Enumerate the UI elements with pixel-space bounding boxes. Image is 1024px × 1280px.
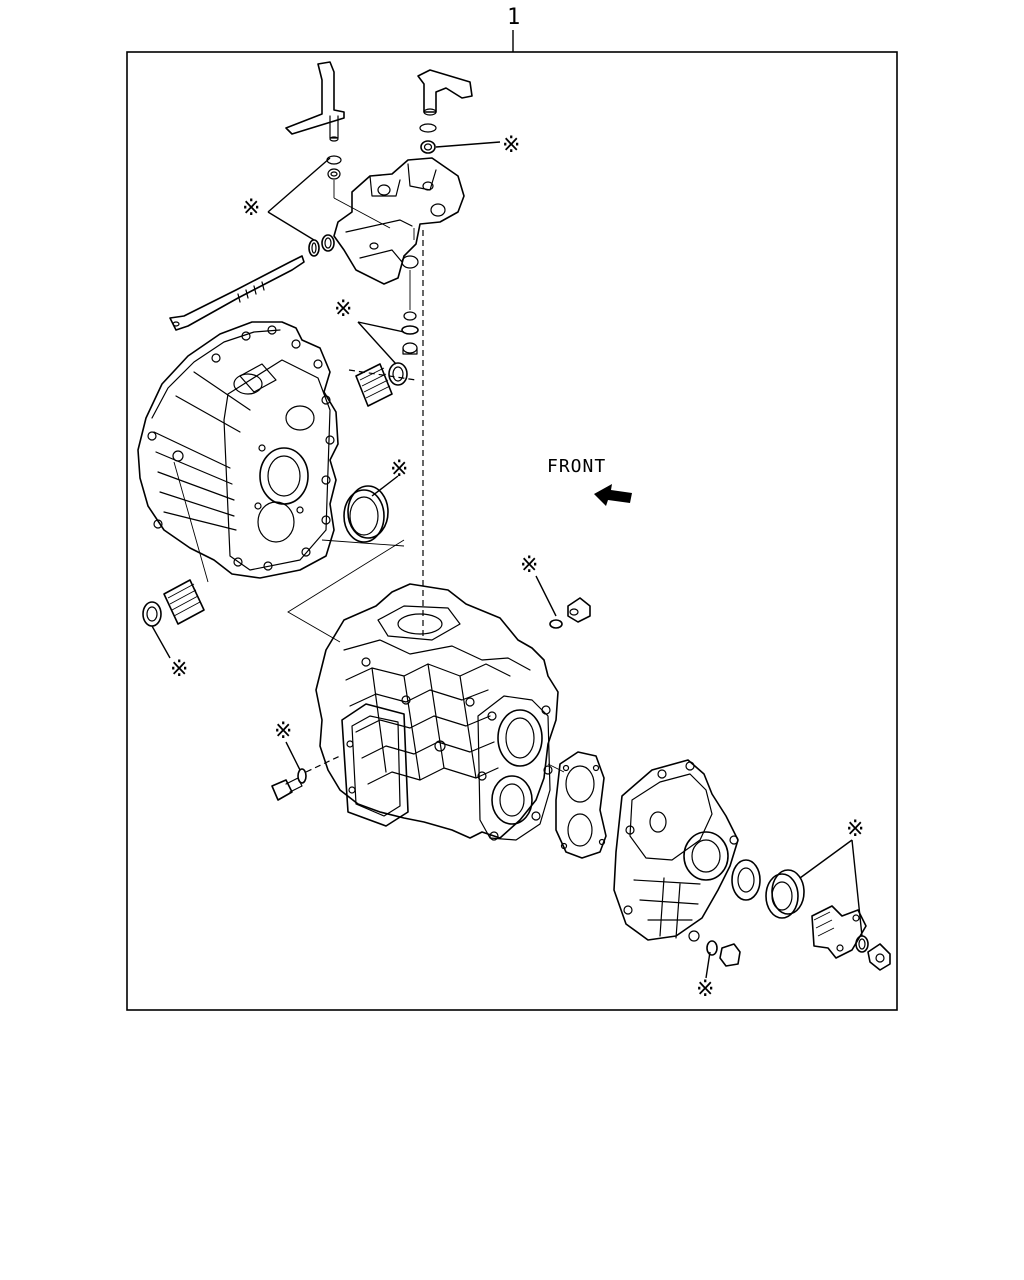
companion-flange: [799, 839, 891, 971]
kit-marker-asterisk: ※: [242, 196, 260, 221]
kit-frame: [126, 51, 898, 1011]
alignment-line: [348, 369, 417, 381]
washer: [419, 123, 437, 133]
lower-needle-bearing: [142, 461, 209, 659]
front-label: FRONT: [547, 456, 606, 477]
kit-marker-asterisk: ※: [520, 553, 538, 578]
drain-plug-left: [271, 741, 341, 801]
front-direction-arrow-icon: [594, 484, 632, 506]
rear-bearing-and-seal: [731, 859, 805, 919]
kit-marker-asterisk: ※: [274, 719, 292, 744]
rear-gasket: [547, 751, 607, 859]
seal-ring: [420, 140, 436, 154]
extension-housing: [613, 759, 739, 942]
alignment-line: [287, 539, 405, 643]
kit-marker-asterisk: ※: [170, 657, 188, 682]
clutch-housing: [137, 321, 339, 579]
kit-callout-number: 1: [507, 5, 520, 30]
input-oil-seal: [343, 475, 399, 543]
alignment-line: [321, 539, 405, 547]
kit-marker-asterisk: ※: [502, 133, 520, 158]
kit-marker-asterisk: ※: [390, 457, 408, 482]
shift-lever-assembly: [169, 61, 501, 407]
filler-plug-right: [535, 575, 591, 629]
transmission-case: [315, 583, 559, 841]
kit-marker-asterisk: ※: [846, 817, 864, 842]
drain-bolt-rear: [705, 940, 741, 979]
kit-marker-asterisk: ※: [696, 977, 714, 1002]
kit-marker-asterisk: ※: [334, 297, 352, 322]
